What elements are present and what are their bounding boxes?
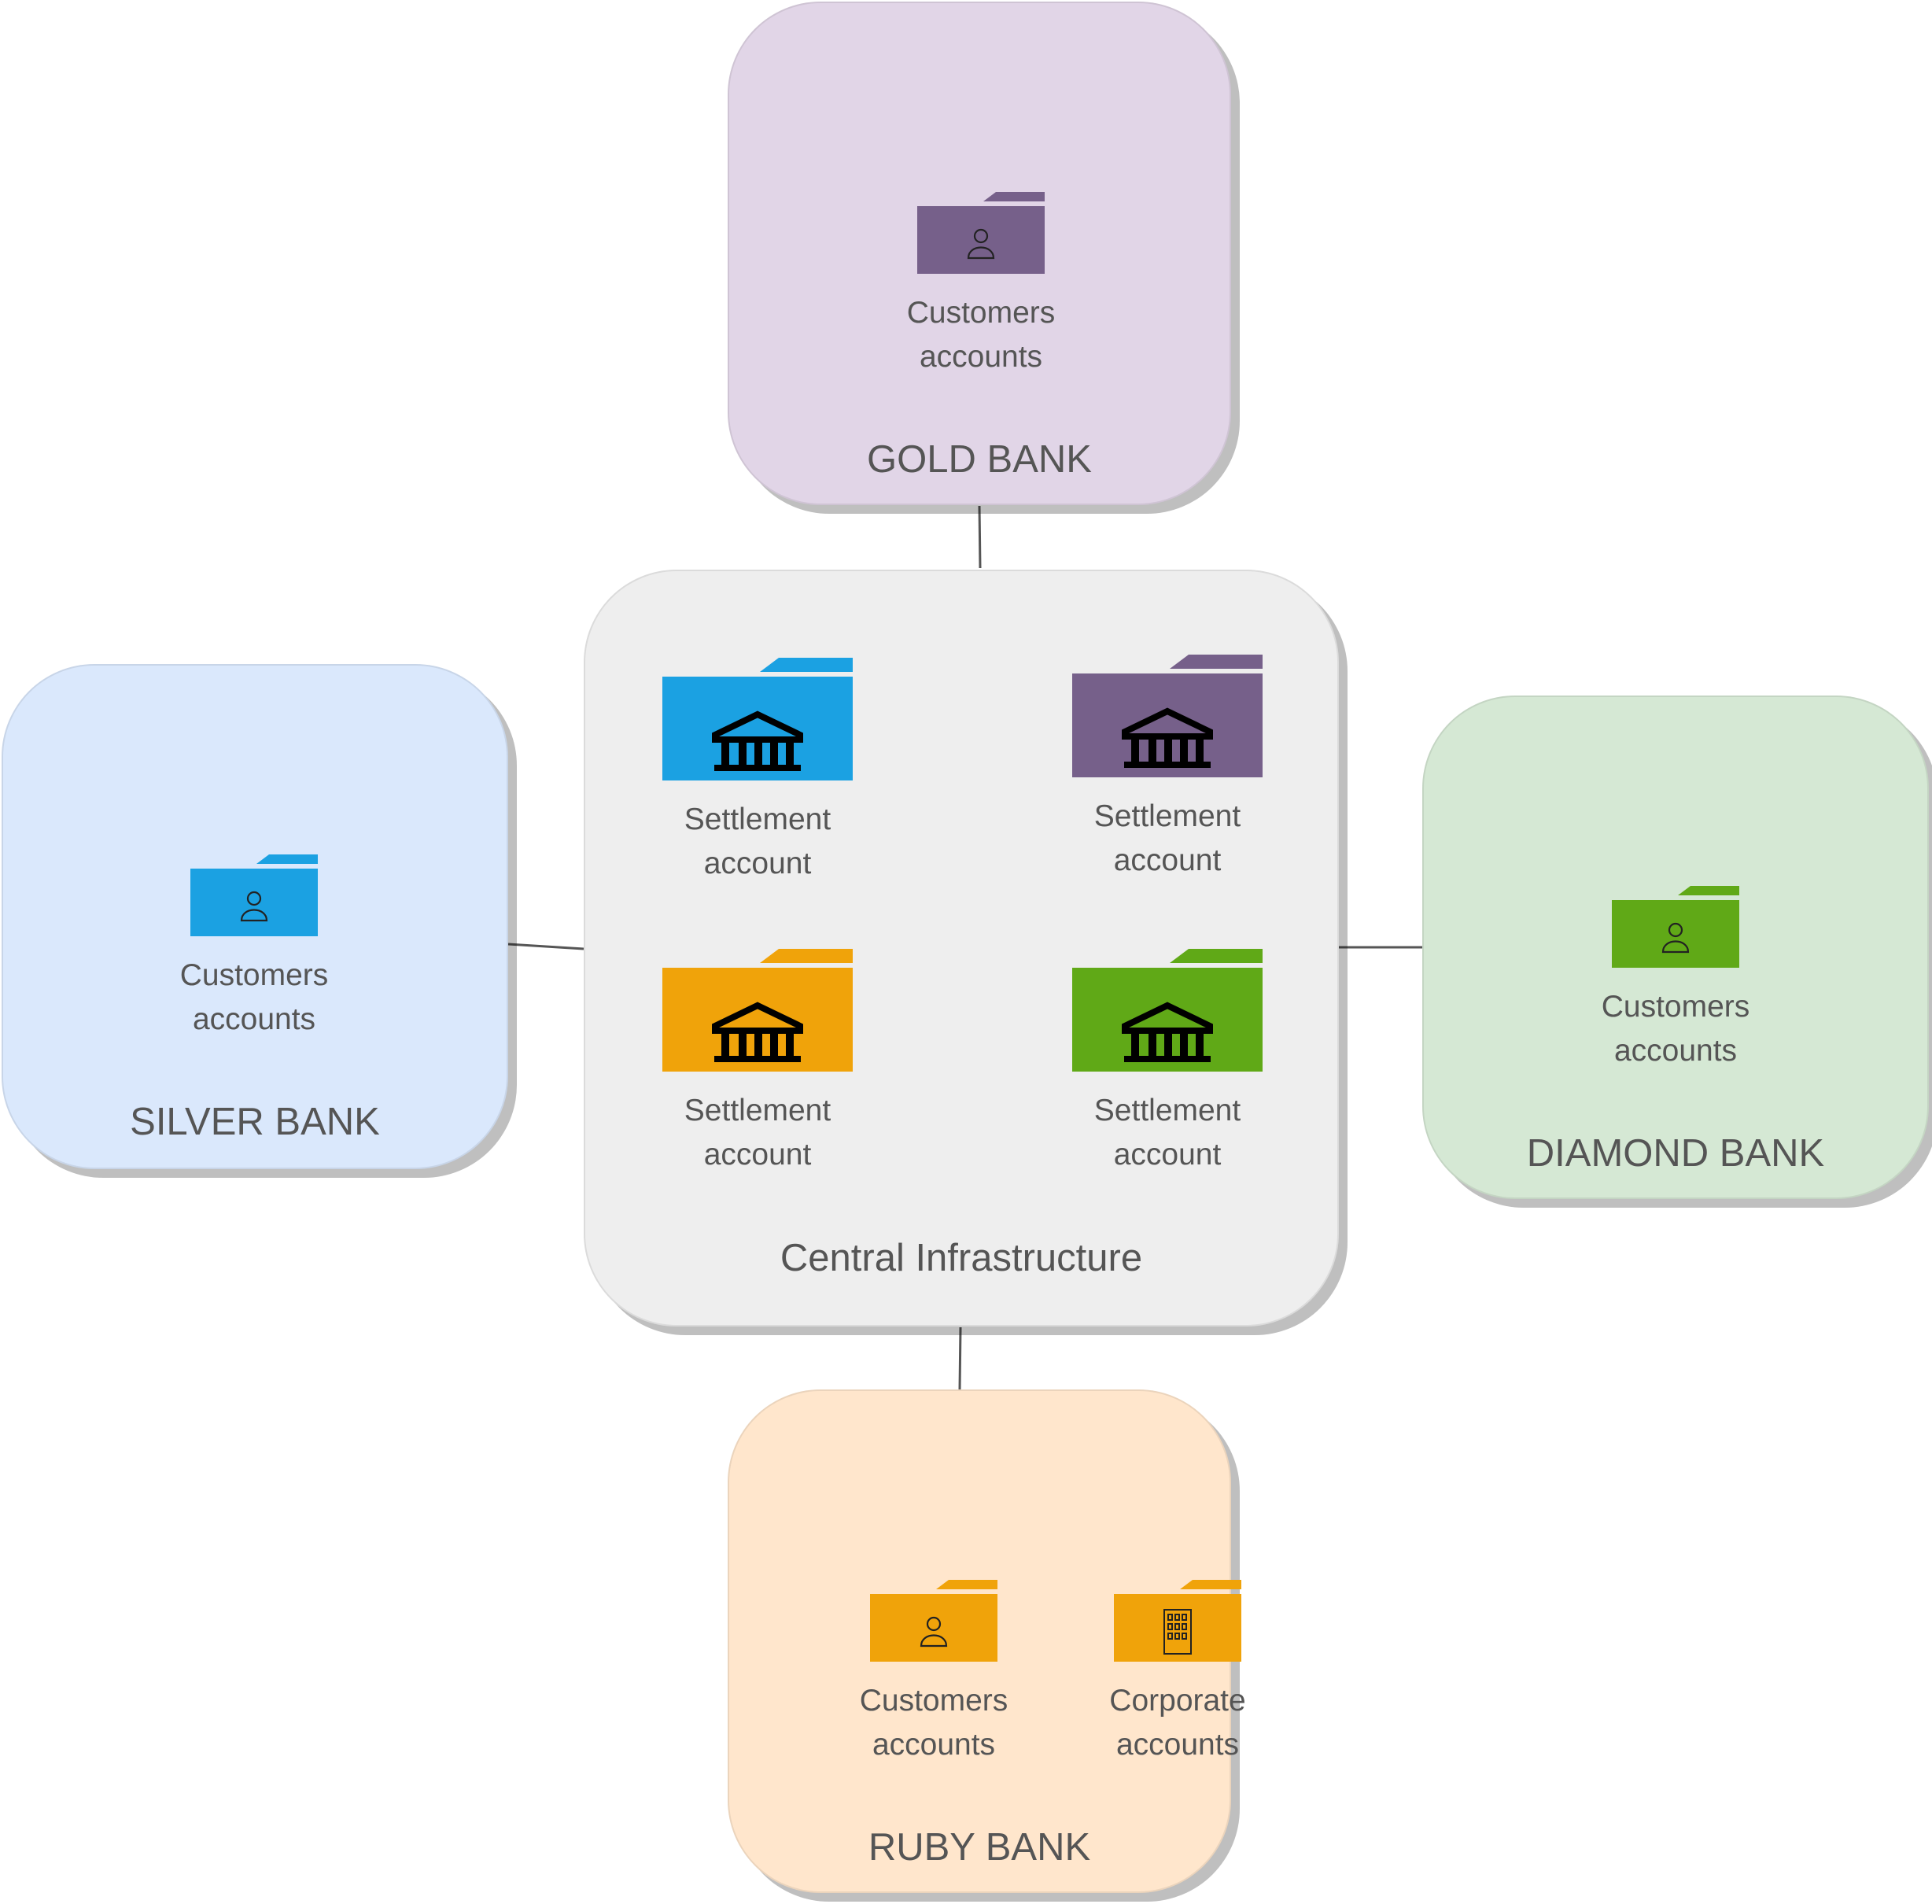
account-label-line2: account	[1113, 1138, 1222, 1172]
bank-folder-icon	[662, 949, 853, 1072]
user-folder-icon	[1612, 886, 1739, 968]
central-settlement-account-orange[interactable]: Settlement account	[647, 949, 868, 1177]
connector-silver	[507, 943, 584, 950]
account-label-line1: Settlement	[1093, 1094, 1241, 1127]
bank-folder-icon	[1072, 655, 1263, 777]
account-label-line1: Corporate	[1109, 1684, 1246, 1718]
account-label-line2: accounts	[1115, 1728, 1240, 1762]
silver-bank-title: SILVER BANK	[130, 1101, 380, 1143]
user-folder-icon	[870, 1580, 997, 1662]
user-folder-icon	[190, 854, 318, 936]
diamond-bank-box[interactable]: Customers accounts DIAMOND BANK	[1422, 696, 1929, 1199]
diamond-customers-accounts[interactable]: Customers accounts	[1597, 886, 1754, 1073]
account-label-line1: Customers	[179, 958, 329, 992]
account-label-line1: Settlement	[684, 803, 831, 836]
central-infrastructure-title: Central Infrastructure	[780, 1237, 1143, 1279]
account-label-line1: Customers	[859, 1684, 1008, 1718]
account-label-line1: Settlement	[684, 1094, 831, 1127]
account-label-line2: accounts	[192, 1002, 316, 1036]
account-label-line2: accounts	[919, 340, 1043, 374]
gold-bank-box[interactable]: Customers accounts GOLD BANK	[728, 2, 1231, 505]
account-label-line2: account	[703, 1138, 812, 1172]
ruby-customers-accounts[interactable]: Customers accounts	[855, 1580, 1012, 1767]
connector-gold	[978, 505, 982, 569]
central-infrastructure-box[interactable]: Settlement account Settlement account	[584, 570, 1339, 1327]
user-folder-icon	[917, 192, 1045, 274]
ruby-bank-title: RUBY BANK	[868, 1826, 1091, 1869]
ruby-corporate-accounts[interactable]: Corporate accounts	[1099, 1580, 1256, 1767]
central-settlement-account-purple[interactable]: Settlement account	[1057, 655, 1278, 883]
gold-customers-accounts[interactable]: Customers accounts	[902, 192, 1060, 379]
bank-folder-icon	[662, 658, 853, 780]
silver-customers-accounts[interactable]: Customers accounts	[175, 854, 333, 1042]
account-label-line2: accounts	[1613, 1034, 1738, 1068]
bank-folder-icon	[1072, 949, 1263, 1072]
account-label-line1: Settlement	[1093, 799, 1241, 833]
account-label-line1: Customers	[906, 296, 1056, 330]
gold-bank-title: GOLD BANK	[867, 438, 1092, 481]
office-building-folder-icon	[1114, 1580, 1241, 1662]
diamond-bank-title: DIAMOND BANK	[1526, 1132, 1825, 1175]
ruby-bank-box[interactable]: Customers accounts Corporate accounts RU…	[728, 1389, 1246, 1893]
account-label-line2: account	[703, 847, 812, 880]
central-settlement-account-blue[interactable]: Settlement account	[647, 658, 868, 886]
silver-bank-box[interactable]: Customers accounts SILVER BANK	[2, 664, 508, 1169]
account-label-line2: accounts	[872, 1728, 996, 1762]
central-settlement-account-green[interactable]: Settlement account	[1057, 949, 1278, 1177]
account-label-line2: account	[1113, 843, 1222, 877]
account-label-line1: Customers	[1601, 990, 1750, 1024]
